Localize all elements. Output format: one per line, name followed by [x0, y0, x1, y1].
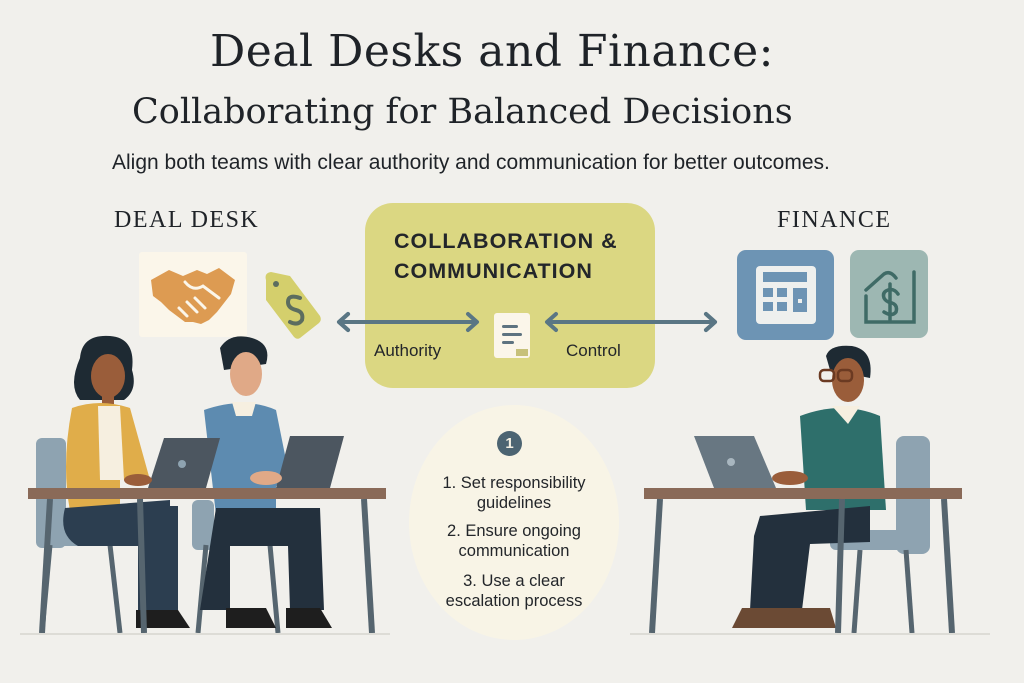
- arrows-overlay: [337, 312, 717, 332]
- price-tag-icon: [265, 272, 321, 339]
- title-line-1: Deal Desks and Finance:: [210, 26, 774, 77]
- step-item: 3. Use a clear escalation process: [409, 571, 619, 611]
- authority-label: Authority: [374, 341, 442, 360]
- collaboration-title-line-1: COLLABORATION &: [394, 229, 618, 253]
- house-dollar-card: [850, 250, 928, 338]
- finance-label: FINANCE: [777, 207, 892, 233]
- deal-desk-label: DEAL DESK: [114, 207, 260, 233]
- floor-line-right: [630, 633, 990, 635]
- calculator-icon: [756, 266, 816, 324]
- page-title: Deal Desks and Finance:: [0, 26, 1024, 77]
- document-icon: [494, 313, 530, 358]
- collaboration-title-line-2: COMMUNICATION: [394, 259, 593, 283]
- house-dollar-icon: [864, 270, 916, 324]
- handshake-card: [139, 252, 247, 337]
- step-2-line-2: communication: [458, 542, 570, 560]
- page-tagline: Align both teams with clear authority an…: [112, 151, 830, 174]
- page-subtitle-heading: Collaborating for Balanced Decisions: [132, 92, 793, 132]
- step-number-badge: 1: [497, 431, 522, 456]
- step-1-line-1: 1. Set responsibility: [442, 474, 586, 492]
- deal-desk-team-illustration: [28, 335, 386, 634]
- floor-line-left: [20, 633, 390, 635]
- step-item: 1. Set responsibility guidelines: [409, 473, 619, 513]
- step-1-line-2: guidelines: [476, 494, 552, 512]
- calculator-card: [737, 250, 834, 340]
- step-2-line-1: 2. Ensure ongoing: [447, 522, 581, 540]
- step-3-line-2: escalation process: [445, 592, 583, 610]
- step-3-line-1: 3. Use a clear: [463, 572, 565, 590]
- price-tag: [262, 270, 324, 342]
- collaboration-title: COLLABORATION & COMMUNICATION: [394, 226, 618, 286]
- step-item: 2. Ensure ongoing communication: [409, 521, 619, 561]
- control-label: Control: [566, 341, 621, 360]
- handshake-icon: [151, 268, 235, 324]
- finance-person-illustration: [644, 345, 962, 634]
